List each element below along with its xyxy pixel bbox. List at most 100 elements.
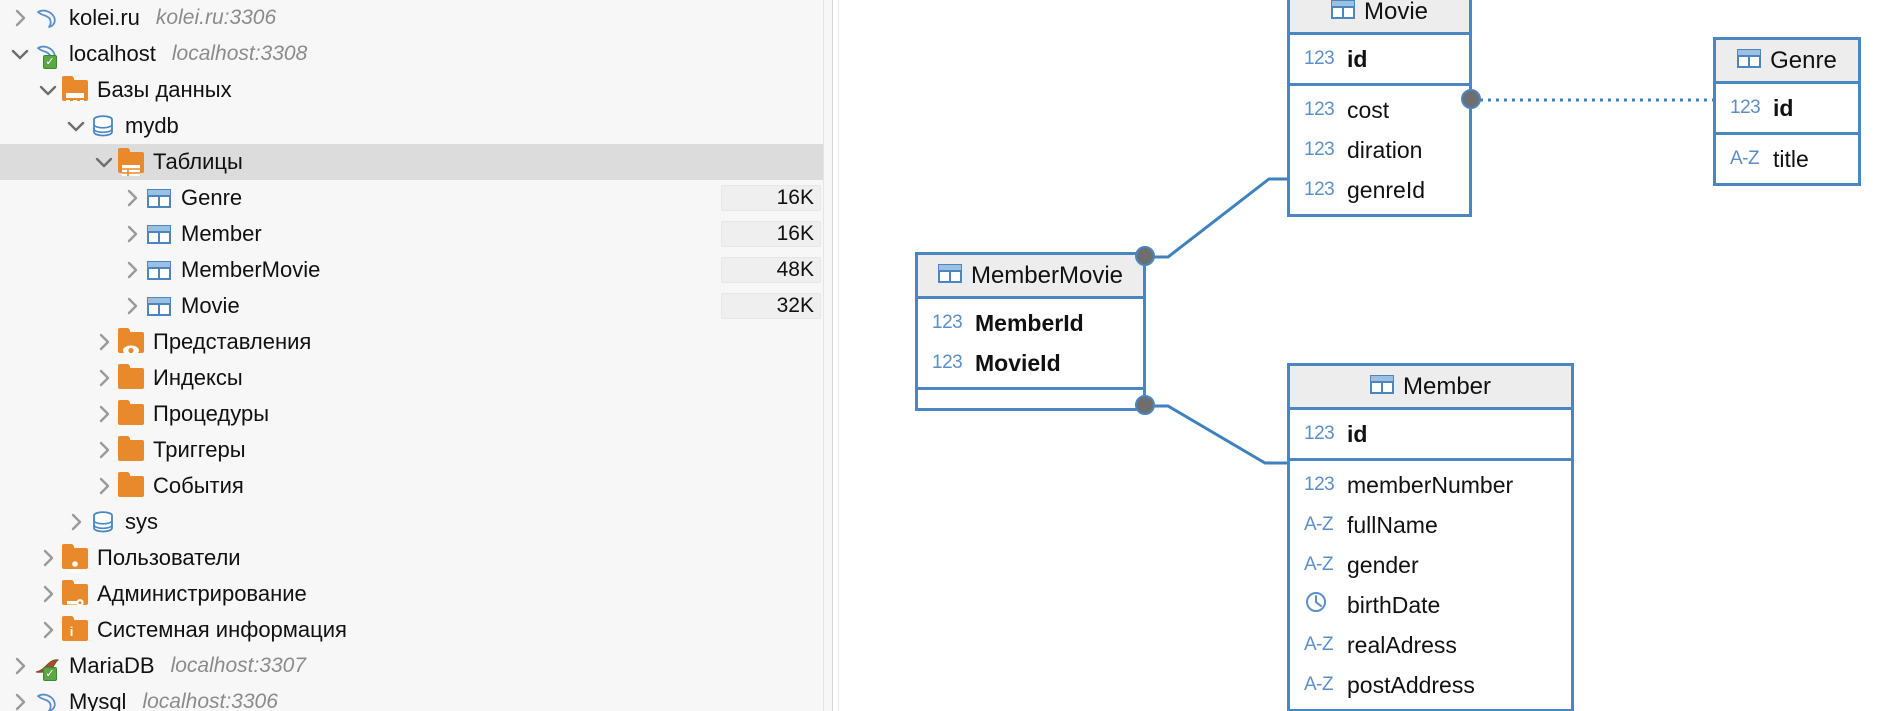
tree-item-events[interactable]: События bbox=[0, 468, 833, 504]
tree-scroll-gutter[interactable] bbox=[823, 0, 833, 711]
chevron-right-icon[interactable] bbox=[36, 546, 60, 570]
administration-folder-icon bbox=[62, 579, 88, 607]
chevron-right-icon[interactable] bbox=[36, 618, 60, 642]
er-table-header[interactable]: MemberMovie bbox=[918, 255, 1143, 299]
chevron-right-icon[interactable] bbox=[120, 222, 144, 246]
relation-membermovie-movie bbox=[1146, 177, 1287, 259]
tree-item-triggers[interactable]: Триггеры bbox=[0, 432, 833, 468]
numeric-type-icon: 123 bbox=[1304, 139, 1335, 160]
databases-folder-icon bbox=[62, 75, 88, 104]
er-table-header[interactable]: Genre bbox=[1716, 40, 1858, 84]
numeric-type-icon: 123 bbox=[1730, 97, 1761, 118]
tree-item-system-info[interactable]: i Системная информация bbox=[0, 612, 833, 648]
er-table-name: Member bbox=[1402, 372, 1492, 400]
chevron-right-icon[interactable] bbox=[8, 654, 32, 678]
table-size-badge: 16K bbox=[721, 221, 821, 247]
info-folder-icon: i bbox=[62, 615, 88, 643]
tree-item-mydb[interactable]: mydb bbox=[0, 108, 833, 144]
er-field-title[interactable]: A-Z title bbox=[1716, 139, 1858, 179]
chevron-right-icon[interactable] bbox=[92, 330, 116, 354]
table-icon bbox=[1737, 47, 1762, 75]
connector-membermovie-top[interactable] bbox=[1135, 246, 1155, 266]
chevron-right-icon[interactable] bbox=[8, 690, 32, 711]
tree-item-users[interactable]: Пользователи bbox=[0, 540, 833, 576]
er-table-header[interactable]: Movie bbox=[1290, 0, 1469, 35]
text-type-icon: A-Z bbox=[1304, 634, 1334, 655]
chevron-right-icon[interactable] bbox=[64, 510, 88, 534]
er-field-label: birthDate bbox=[1347, 591, 1441, 618]
tree-item-indexes[interactable]: Индексы bbox=[0, 360, 833, 396]
tree-item-procedures[interactable]: Процедуры bbox=[0, 396, 833, 432]
tree-item-label: Индексы bbox=[153, 365, 243, 390]
er-table-name: Genre bbox=[1770, 46, 1837, 74]
chevron-right-icon[interactable] bbox=[120, 294, 144, 318]
chevron-right-icon[interactable] bbox=[120, 258, 144, 282]
numeric-type-icon: 123 bbox=[1304, 179, 1335, 200]
chevron-down-icon[interactable] bbox=[64, 114, 88, 138]
chevron-right-icon[interactable] bbox=[8, 6, 32, 30]
er-field-label: genreId bbox=[1347, 176, 1426, 203]
chevron-right-icon[interactable] bbox=[92, 366, 116, 390]
tree-item-databases[interactable]: Базы данных bbox=[0, 72, 833, 108]
chevron-down-icon[interactable] bbox=[36, 78, 60, 102]
chevron-right-icon[interactable] bbox=[120, 186, 144, 210]
text-type-icon: A-Z bbox=[1730, 148, 1760, 169]
chevron-right-icon[interactable] bbox=[92, 474, 116, 498]
chevron-down-icon[interactable] bbox=[92, 150, 116, 174]
tree-item-label: Системная информация bbox=[97, 617, 347, 642]
chevron-right-icon[interactable] bbox=[92, 402, 116, 426]
connector-movie-right[interactable] bbox=[1461, 89, 1481, 109]
er-field-birthDate[interactable]: birthDate bbox=[1290, 585, 1571, 625]
dolphin-icon bbox=[34, 689, 60, 711]
date-type-icon bbox=[1304, 590, 1338, 620]
tree-item-sys[interactable]: sys bbox=[0, 504, 833, 540]
text-type-icon: A-Z bbox=[1304, 674, 1334, 695]
chevron-down-icon[interactable] bbox=[8, 42, 32, 66]
chevron-right-icon[interactable] bbox=[36, 582, 60, 606]
er-table-header[interactable]: Member bbox=[1290, 366, 1571, 410]
panel-splitter[interactable] bbox=[833, 0, 839, 711]
relation-membermovie-member bbox=[1146, 404, 1287, 465]
tree-item-label: MariaDB bbox=[69, 653, 155, 678]
tree-item-views[interactable]: Представления bbox=[0, 324, 833, 360]
er-field-label: title bbox=[1773, 145, 1809, 172]
table-icon bbox=[146, 185, 172, 211]
numeric-type-icon: 123 bbox=[1304, 423, 1335, 444]
er-field-genreId[interactable]: 123 genreId bbox=[1290, 170, 1469, 210]
tree-item-label: Таблицы bbox=[153, 149, 243, 174]
chevron-right-icon[interactable] bbox=[92, 438, 116, 462]
tree-item-administration[interactable]: Администрирование bbox=[0, 576, 833, 612]
connector-membermovie-bottom[interactable] bbox=[1135, 395, 1155, 415]
tree-item-tables[interactable]: Таблицы bbox=[0, 144, 833, 180]
